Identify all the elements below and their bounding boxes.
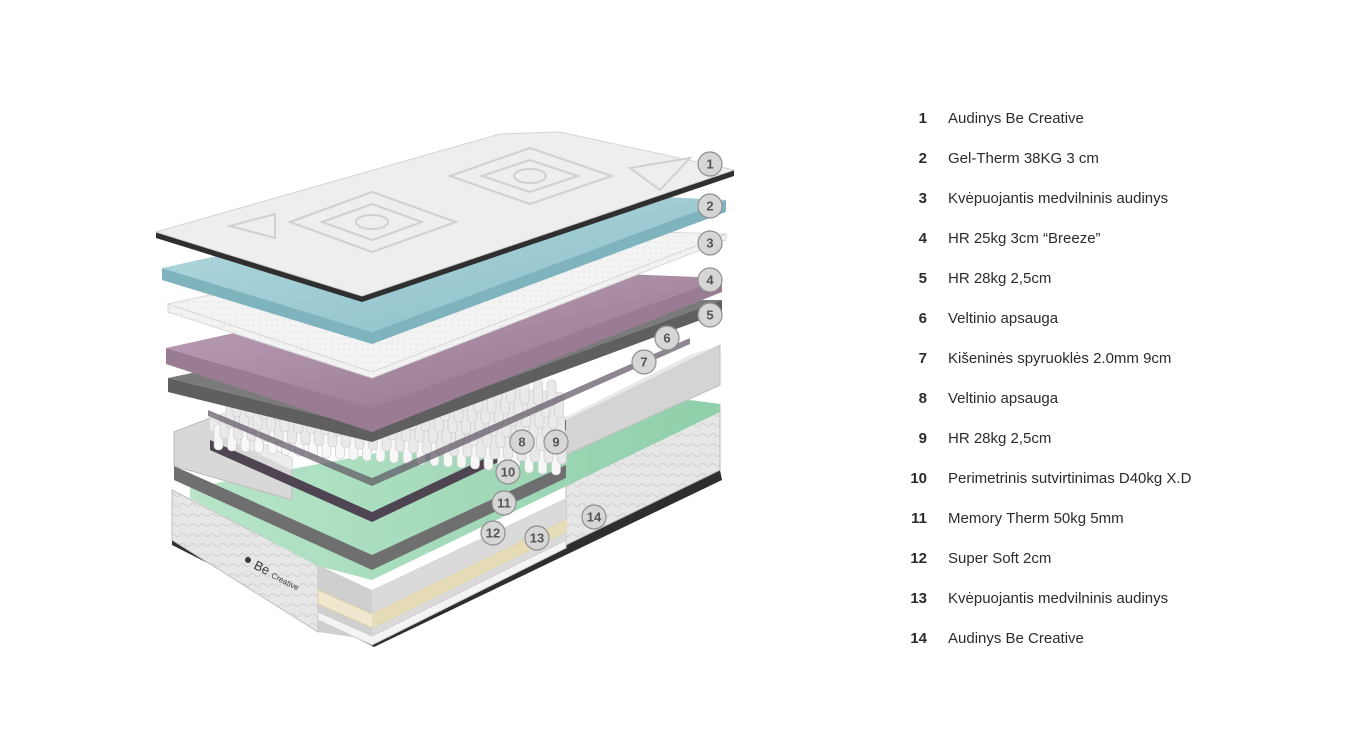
legend-number: 10 <box>910 469 927 487</box>
legend-number: 2 <box>918 149 927 167</box>
legend-label: Audinys Be Creative <box>948 629 1084 647</box>
callout-7: 7 <box>631 349 657 375</box>
legend-number: 12 <box>910 549 927 567</box>
legend-item-12: 12 Super Soft 2cm <box>900 538 1340 578</box>
callout-12-number: 12 <box>486 526 500 541</box>
callout-13-number: 13 <box>530 531 544 546</box>
legend-item-13: 13 Kvėpuojantis medvilninis audinys <box>900 578 1340 618</box>
callout-1-number: 1 <box>706 157 713 172</box>
legend-label: Kvėpuojantis medvilninis audinys <box>948 589 1169 607</box>
legend-label: Memory Therm 50kg 5mm <box>948 509 1124 527</box>
legend-label: Kišeninės spyruoklės 2.0mm 9cm <box>948 349 1172 367</box>
legend-number: 4 <box>918 229 927 247</box>
legend-number: 13 <box>910 589 927 607</box>
callout-2-number: 2 <box>706 199 713 214</box>
callout-14-number: 14 <box>587 510 602 525</box>
callout-4: 4 <box>697 267 723 293</box>
callout-7-number: 7 <box>640 355 647 370</box>
callout-5: 5 <box>697 302 723 328</box>
callout-9: 9 <box>543 429 569 455</box>
legend-label: HR 28kg 2,5cm <box>948 269 1052 287</box>
legend-label: HR 25kg 3cm “Breeze” <box>948 229 1101 247</box>
legend-number: 1 <box>918 109 927 127</box>
legend-label: Kvėpuojantis medvilninis audinys <box>948 189 1169 207</box>
legend-label: Veltinio apsauga <box>948 389 1059 407</box>
legend-item-10: 10 Perimetrinis sutvirtinimas D40kg X.D <box>900 458 1340 498</box>
brand-mark: Be <box>251 557 272 578</box>
legend-item-11: 11 Memory Therm 50kg 5mm <box>900 498 1340 538</box>
legend-item-1: 1 Audinys Be Creative <box>900 98 1340 138</box>
callout-12: 12 <box>480 520 506 546</box>
callout-1: 1 <box>697 151 723 177</box>
legend-number: 14 <box>910 629 927 647</box>
layer-1-top-fabric <box>154 131 736 302</box>
legend-item-3: 3 Kvėpuojantis medvilninis audinys <box>900 178 1340 218</box>
legend-item-6: 6 Veltinio apsauga <box>900 298 1340 338</box>
callout-3-number: 3 <box>706 236 713 251</box>
callout-9-number: 9 <box>552 435 559 450</box>
legend-label: Audinys Be Creative <box>948 109 1084 127</box>
legend-label: Veltinio apsauga <box>948 309 1059 327</box>
legend-item-7: 7 Kišeninės spyruoklės 2.0mm 9cm <box>900 338 1340 378</box>
callout-11: 11 <box>491 490 517 516</box>
callout-4-number: 4 <box>706 273 714 288</box>
callout-5-number: 5 <box>706 308 713 323</box>
legend-item-9: 9 HR 28kg 2,5cm <box>900 418 1340 458</box>
legend-number: 11 <box>911 509 927 527</box>
legend-label: Super Soft 2cm <box>948 549 1052 567</box>
callout-2: 2 <box>697 193 723 219</box>
legend-item-4: 4 HR 25kg 3cm “Breeze” <box>900 218 1340 258</box>
callout-10: 10 <box>495 459 521 485</box>
callout-8-number: 8 <box>518 435 525 450</box>
legend-label: Gel-Therm 38KG 3 cm <box>948 149 1099 167</box>
callout-14: 14 <box>581 504 607 530</box>
legend-number: 9 <box>918 429 927 447</box>
legend-item-14: 14 Audinys Be Creative <box>900 618 1340 658</box>
layer-13-breathable-fabric <box>317 539 567 646</box>
legend-number: 7 <box>918 349 927 367</box>
callout-3: 3 <box>697 230 723 256</box>
legend-label: Perimetrinis sutvirtinimas D40kg X.D <box>948 469 1192 487</box>
callout-6-number: 6 <box>663 331 670 346</box>
callout-6: 6 <box>654 325 680 351</box>
legend-item-2: 2 Gel-Therm 38KG 3 cm <box>900 138 1340 178</box>
callout-8: 8 <box>509 429 535 455</box>
legend-number: 6 <box>918 309 927 327</box>
legend-number: 8 <box>918 389 927 407</box>
legend-item-8: 8 Veltinio apsauga <box>900 378 1340 418</box>
legend-item-5: 5 HR 28kg 2,5cm <box>900 258 1340 298</box>
mattress-layers-diagram: Be Creative <box>154 131 736 647</box>
callout-10-number: 10 <box>501 465 515 480</box>
callout-11-number: 11 <box>497 496 511 511</box>
legend-number: 5 <box>918 269 927 287</box>
legend-number: 3 <box>918 189 927 207</box>
legend-label: HR 28kg 2,5cm <box>948 429 1052 447</box>
callout-13: 13 <box>524 525 550 551</box>
